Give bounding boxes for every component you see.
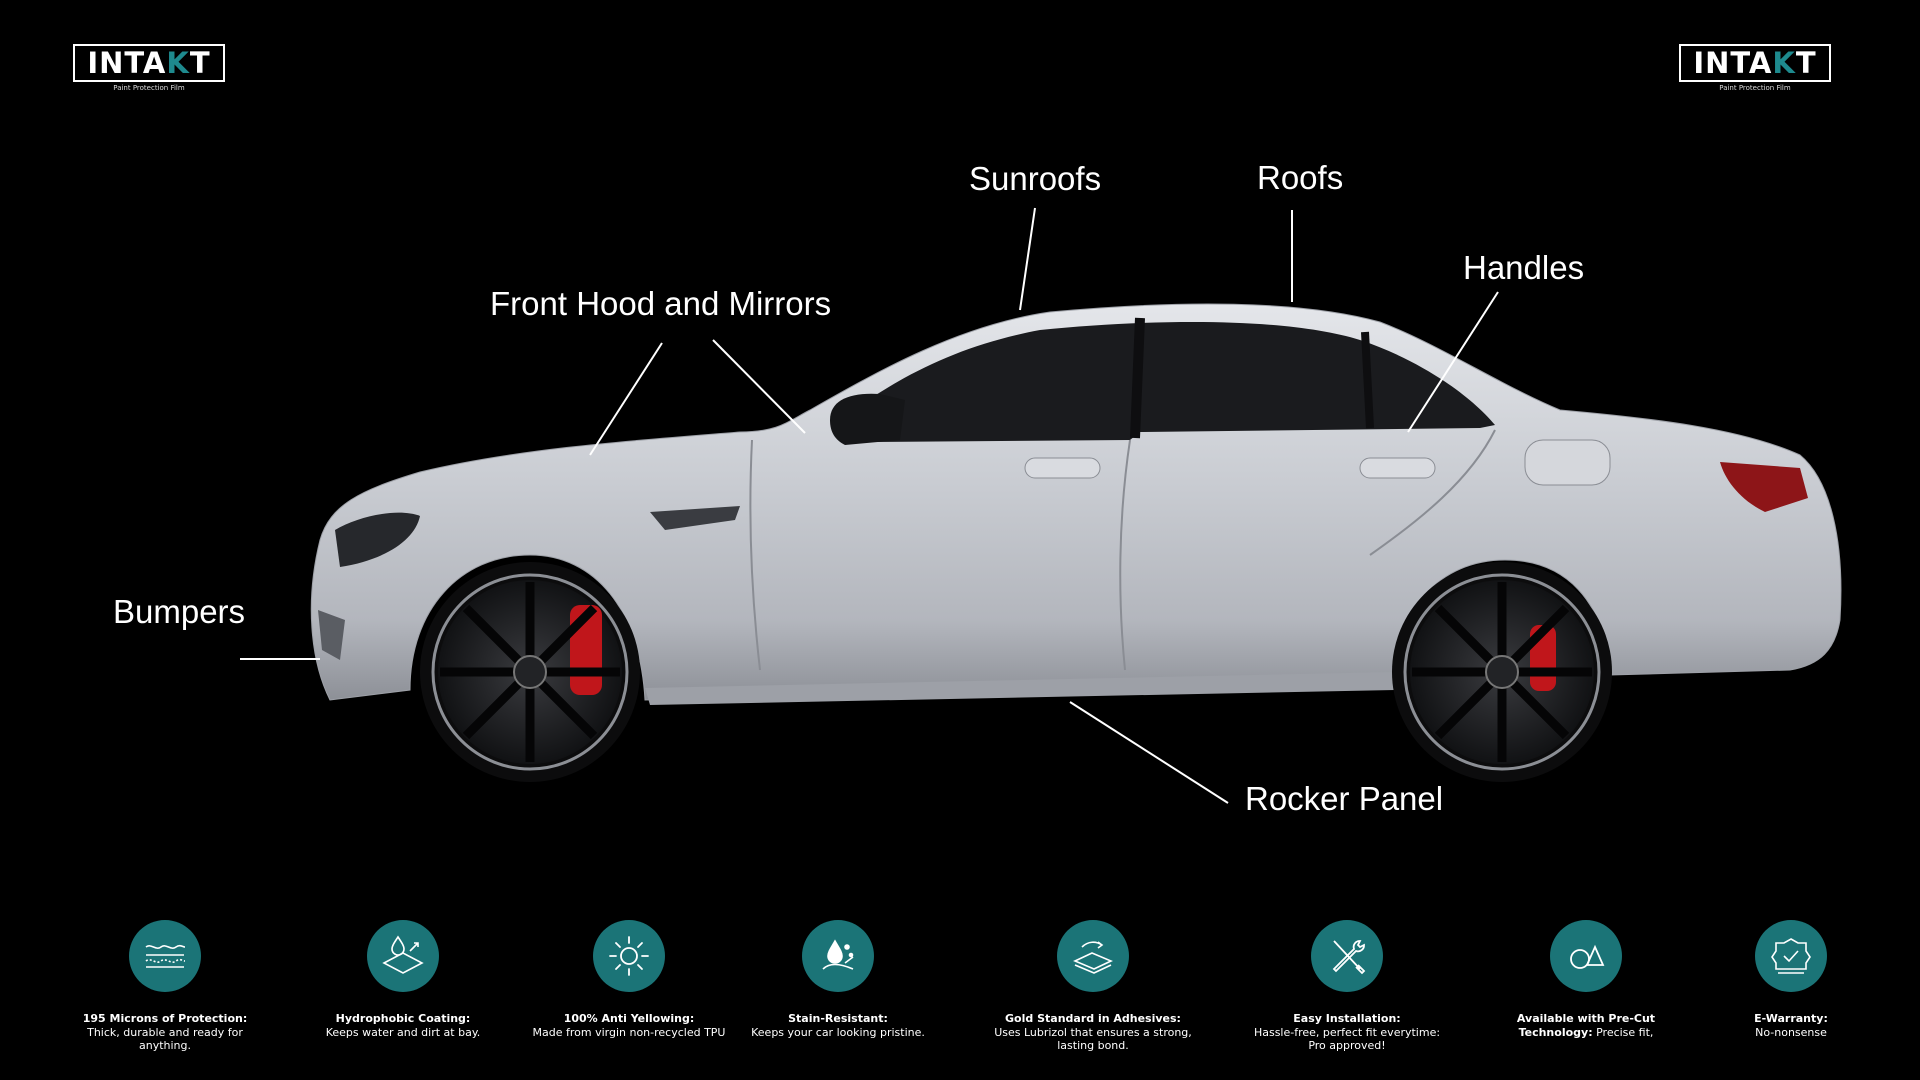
feature-title: 195 Microns of Protection: — [82, 1012, 248, 1025]
feature-microns: 195 Microns of Protection: Thick, durabl… — [65, 920, 265, 1053]
callout-roofs: Roofs — [1257, 159, 1344, 196]
feature-title: 100% Anti Yellowing: — [563, 1012, 695, 1025]
feature-text: Gold Standard in Adhesives:Uses Lubrizol… — [993, 1012, 1193, 1053]
feature-text: Available with Pre-Cut Technology: Preci… — [1486, 1012, 1686, 1039]
feature-title: Easy Installation: — [1293, 1012, 1401, 1025]
feature-title: Stain-Resistant: — [788, 1012, 888, 1025]
car-windows — [840, 321, 1495, 442]
logo-suffix: T — [1795, 45, 1817, 80]
water-drop-layer-icon — [367, 920, 439, 992]
callout-bumpers: Bumpers — [113, 593, 246, 630]
front-wheel — [420, 562, 640, 782]
feature-desc: Thick, durable and ready for anything. — [87, 1025, 243, 1053]
handles-leader-line — [1407, 291, 1499, 433]
callout-rocker-panel: Rocker Panel — [1245, 780, 1444, 817]
callout-sunroofs: Sunroofs — [969, 160, 1102, 197]
feature-stain-resistant: Stain-Resistant:Keeps your car looking p… — [738, 920, 938, 1039]
warranty-icon — [1755, 920, 1827, 992]
feature-e-warranty: E-Warranty:No-nonsense — [1691, 920, 1891, 1039]
rocker-panel — [645, 672, 1395, 705]
shapes-icon — [1550, 920, 1622, 992]
sun-icon — [593, 920, 665, 992]
feature-desc: Keeps water and dirt at bay. — [325, 1025, 481, 1039]
logo-suffix: T — [189, 45, 211, 80]
rocker-panel-leader-line — [1069, 701, 1229, 804]
logo-accent: K — [166, 45, 190, 80]
headlight — [335, 512, 420, 567]
feature-hydrophobic: Hydrophobic Coating:Keeps water and dirt… — [303, 920, 503, 1039]
feature-text: E-Warranty:No-nonsense — [1691, 1012, 1891, 1039]
logo-prefix: INTA — [87, 45, 167, 80]
feature-text: Easy Installation:Hassle-free, perfect f… — [1247, 1012, 1447, 1053]
feature-desc: Hassle-free, perfect fit everytime: Pro … — [1253, 1025, 1441, 1053]
feature-easy-installation: Easy Installation:Hassle-free, perfect f… — [1247, 920, 1447, 1053]
logo-prefix: INTA — [1693, 45, 1773, 80]
front-hood-leader-line — [589, 342, 663, 456]
feature-desc: No-nonsense — [1755, 1025, 1827, 1039]
logo-tagline: Paint Protection Film — [113, 84, 185, 92]
stain-drop-icon — [802, 920, 874, 992]
feature-pre-cut: Available with Pre-Cut Technology: Preci… — [1486, 920, 1686, 1039]
feature-title: E-Warranty: — [1754, 1012, 1828, 1025]
feature-title: Gold Standard in Adhesives: — [1005, 1012, 1181, 1025]
feature-desc: Uses Lubrizol that ensures a strong, las… — [994, 1025, 1192, 1053]
tools-icon — [1311, 920, 1383, 992]
feature-anti-yellowing: 100% Anti Yellowing:Made from virgin non… — [529, 920, 729, 1039]
feature-text: Hydrophobic Coating:Keeps water and dirt… — [303, 1012, 503, 1039]
feature-title: Hydrophobic Coating: — [335, 1012, 471, 1025]
feature-desc: Precise fit, — [1596, 1025, 1654, 1039]
sunroofs-leader-line — [1019, 207, 1036, 311]
feature-adhesives: Gold Standard in Adhesives:Uses Lubrizol… — [993, 920, 1193, 1053]
mirror — [830, 393, 905, 445]
front-door-handle — [1024, 457, 1101, 479]
tail-light — [1720, 462, 1808, 512]
feature-text: Stain-Resistant:Keeps your car looking p… — [738, 1012, 938, 1039]
callout-front-hood-and-mirrors: Front Hood and Mirrors — [490, 285, 832, 322]
logo-tagline: Paint Protection Film — [1719, 84, 1791, 92]
feature-desc: Keeps your car looking pristine. — [751, 1025, 925, 1039]
rear-wheel — [1392, 562, 1612, 782]
feature-desc: Made from virgin non-recycled TPU — [532, 1025, 726, 1039]
callout-handles: Handles — [1463, 249, 1585, 286]
logo-accent: K — [1772, 45, 1796, 80]
feature-title: Available with Pre-Cut Technology: — [1516, 1012, 1656, 1039]
mirrors-leader-line — [712, 339, 806, 434]
rear-door-handle — [1359, 457, 1436, 479]
feature-text: 100% Anti Yellowing:Made from virgin non… — [529, 1012, 729, 1039]
waves-icon — [129, 920, 201, 992]
feature-text: 195 Microns of Protection: Thick, durabl… — [65, 1012, 265, 1053]
adhesive-layer-icon — [1057, 920, 1129, 992]
feature-strip: 195 Microns of Protection: Thick, durabl… — [0, 920, 1920, 1070]
